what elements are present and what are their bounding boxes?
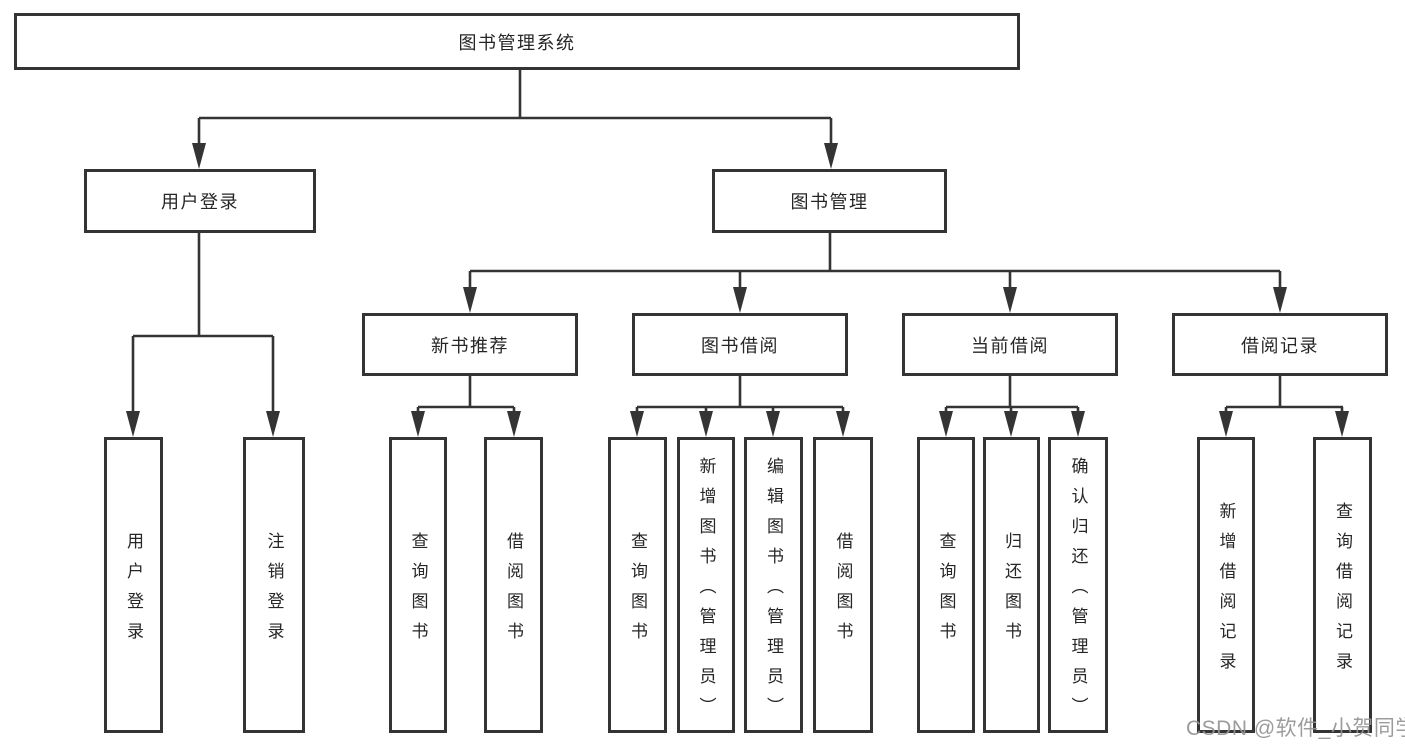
leaf-label: 用户登录	[124, 531, 143, 652]
leaf-query-books-borrow: 查询图书	[608, 437, 667, 733]
csdn-watermark: CSDN @软件_小贺同学	[1186, 717, 1405, 740]
node-borrow-record: 借阅记录	[1172, 313, 1388, 376]
leaf-query-books-current: 查询图书	[917, 437, 975, 733]
leaf-add-borrow-record: 新增借阅记录	[1197, 437, 1255, 733]
leaf-label: 注销登录	[264, 531, 284, 652]
leaf-return-books: 归还图书	[983, 437, 1040, 733]
leaf-label: 新增图书（管理员）	[696, 456, 716, 727]
leaf-label: 确认归还（管理员）	[1068, 456, 1088, 727]
arrowhead-icons	[126, 143, 1349, 437]
leaf-logout: 注销登录	[243, 437, 305, 733]
leaf-query-borrow-record: 查询借阅记录	[1313, 437, 1372, 733]
leaf-label: 归还图书	[1002, 531, 1021, 652]
leaf-add-books-admin: 新增图书（管理员）	[677, 437, 735, 733]
node-root-library-system: 图书管理系统	[14, 13, 1020, 70]
node-new-book-recommend: 新书推荐	[362, 313, 578, 376]
leaf-label: 查询图书	[408, 531, 428, 652]
leaf-user-login: 用户登录	[104, 437, 163, 733]
leaf-borrow-books: 借阅图书	[813, 437, 873, 733]
leaf-confirm-return-admin: 确认归还（管理员）	[1048, 437, 1108, 733]
node-user-login: 用户登录	[84, 169, 316, 233]
leaf-edit-books-admin: 编辑图书（管理员）	[744, 437, 803, 733]
leaf-label: 编辑图书（管理员）	[764, 456, 783, 727]
leaf-label: 借阅图书	[504, 531, 523, 652]
leaf-label: 查询图书	[628, 531, 647, 652]
leaf-label: 新增借阅记录	[1216, 501, 1236, 682]
node-book-borrow: 图书借阅	[632, 313, 848, 376]
leaf-label: 借阅图书	[833, 531, 853, 652]
leaf-query-books-recommend: 查询图书	[389, 437, 447, 733]
leaf-borrow-books-recommend: 借阅图书	[484, 437, 543, 733]
node-book-management: 图书管理	[712, 169, 947, 233]
leaf-label: 查询图书	[936, 531, 956, 652]
node-current-borrow: 当前借阅	[902, 313, 1118, 376]
leaf-label: 查询借阅记录	[1333, 501, 1352, 682]
